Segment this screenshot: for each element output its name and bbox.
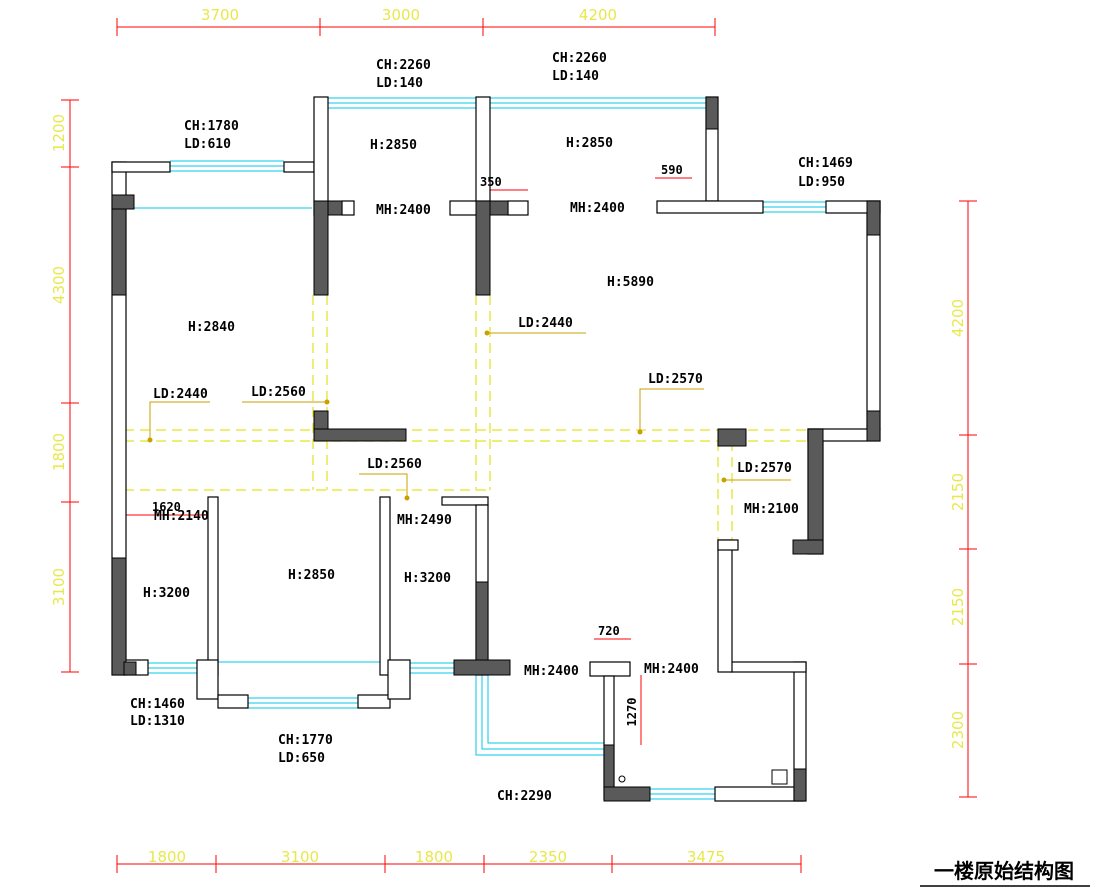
dim-bottom-5: 3475 xyxy=(687,848,725,866)
label-beam-depth: LD:2570 xyxy=(648,372,703,387)
label-height: H:5890 xyxy=(607,275,654,290)
label-height: H:2840 xyxy=(188,320,235,335)
columns xyxy=(111,96,881,802)
dim-bottom-3: 1800 xyxy=(415,848,453,866)
label-ceiling-height: CH:1460 xyxy=(130,697,185,712)
windows xyxy=(134,97,826,800)
fixtures xyxy=(618,769,788,785)
label-door-height: MH:2400 xyxy=(376,203,431,218)
label-height: H:3200 xyxy=(143,586,190,601)
label-beam-depth: LD:950 xyxy=(798,175,845,190)
label-beam-depth: LD:2440 xyxy=(153,387,208,402)
label-height: H:3200 xyxy=(404,571,451,586)
label-door-height: MH:2140 xyxy=(154,509,209,524)
label-ceiling-height: CH:1780 xyxy=(184,119,239,134)
walls xyxy=(111,96,881,802)
label-height: H:2850 xyxy=(566,136,613,151)
label-door-height: MH:2400 xyxy=(570,201,625,216)
dim-bottom-2: 3100 xyxy=(281,848,319,866)
label-ceiling-height: CH:2290 xyxy=(497,789,552,804)
label-beam-depth: LD:2570 xyxy=(737,461,792,476)
label-small-dimension: 720 xyxy=(598,624,620,638)
dim-top-1: 3700 xyxy=(201,6,239,24)
label-beam-depth: LD:140 xyxy=(376,76,423,91)
dim-bottom-4: 2350 xyxy=(529,848,567,866)
label-door-height: MH:2490 xyxy=(397,513,452,528)
label-ceiling-height: CH:2260 xyxy=(376,58,431,73)
dim-left-2: 4300 xyxy=(50,266,68,304)
label-small-dimension: 350 xyxy=(480,175,502,189)
label-beam-depth: LD:2440 xyxy=(518,316,573,331)
dim-left-1: 1200 xyxy=(50,114,68,152)
label-height: H:2850 xyxy=(288,568,335,583)
drawing-title: 一楼原始结构图 xyxy=(934,859,1074,883)
dim-top-2: 3000 xyxy=(382,6,420,24)
label-ceiling-height: CH:1469 xyxy=(798,156,853,171)
label-small-dimension: 1620 xyxy=(152,500,181,514)
label-beam-depth: LD:650 xyxy=(278,751,325,766)
label-beam-depth: LD:610 xyxy=(184,137,231,152)
dim-left-4: 3100 xyxy=(50,568,68,606)
label-beam-depth: LD:1310 xyxy=(130,714,185,729)
label-door-height: MH:2400 xyxy=(644,662,699,677)
label-ceiling-height: CH:1770 xyxy=(278,733,333,748)
label-beam-depth: LD:140 xyxy=(552,69,599,84)
leader-dots xyxy=(147,330,727,501)
dim-right-1: 4200 xyxy=(949,299,967,337)
dim-left-3: 1800 xyxy=(50,433,68,471)
label-small-dimension: 590 xyxy=(661,163,683,177)
label-door-height: MH:2100 xyxy=(744,502,799,517)
label-door-height: MH:2400 xyxy=(524,664,579,679)
dim-top-3: 4200 xyxy=(579,6,617,24)
dimension-text: 3700 3000 4200 1800 3100 1800 2350 3475 … xyxy=(50,6,967,866)
dim-right-2: 2150 xyxy=(949,473,967,511)
label-beam-depth: LD:2560 xyxy=(367,457,422,472)
leader-lines xyxy=(149,332,791,498)
beam-lines xyxy=(124,295,810,540)
dim-right-4: 2300 xyxy=(949,711,967,749)
dim-right-3: 2150 xyxy=(949,588,967,626)
dim-bottom-1: 1800 xyxy=(148,848,186,866)
dimension-lines xyxy=(61,18,977,873)
label-ceiling-height: CH:2260 xyxy=(552,51,607,66)
label-height: H:2850 xyxy=(370,138,417,153)
label-small-dimension: 1270 xyxy=(625,698,639,727)
label-beam-depth: LD:2560 xyxy=(251,385,306,400)
plan-labels: CH:2260 LD:140 CH:2260 LD:140 CH:1780 LD… xyxy=(130,51,853,804)
